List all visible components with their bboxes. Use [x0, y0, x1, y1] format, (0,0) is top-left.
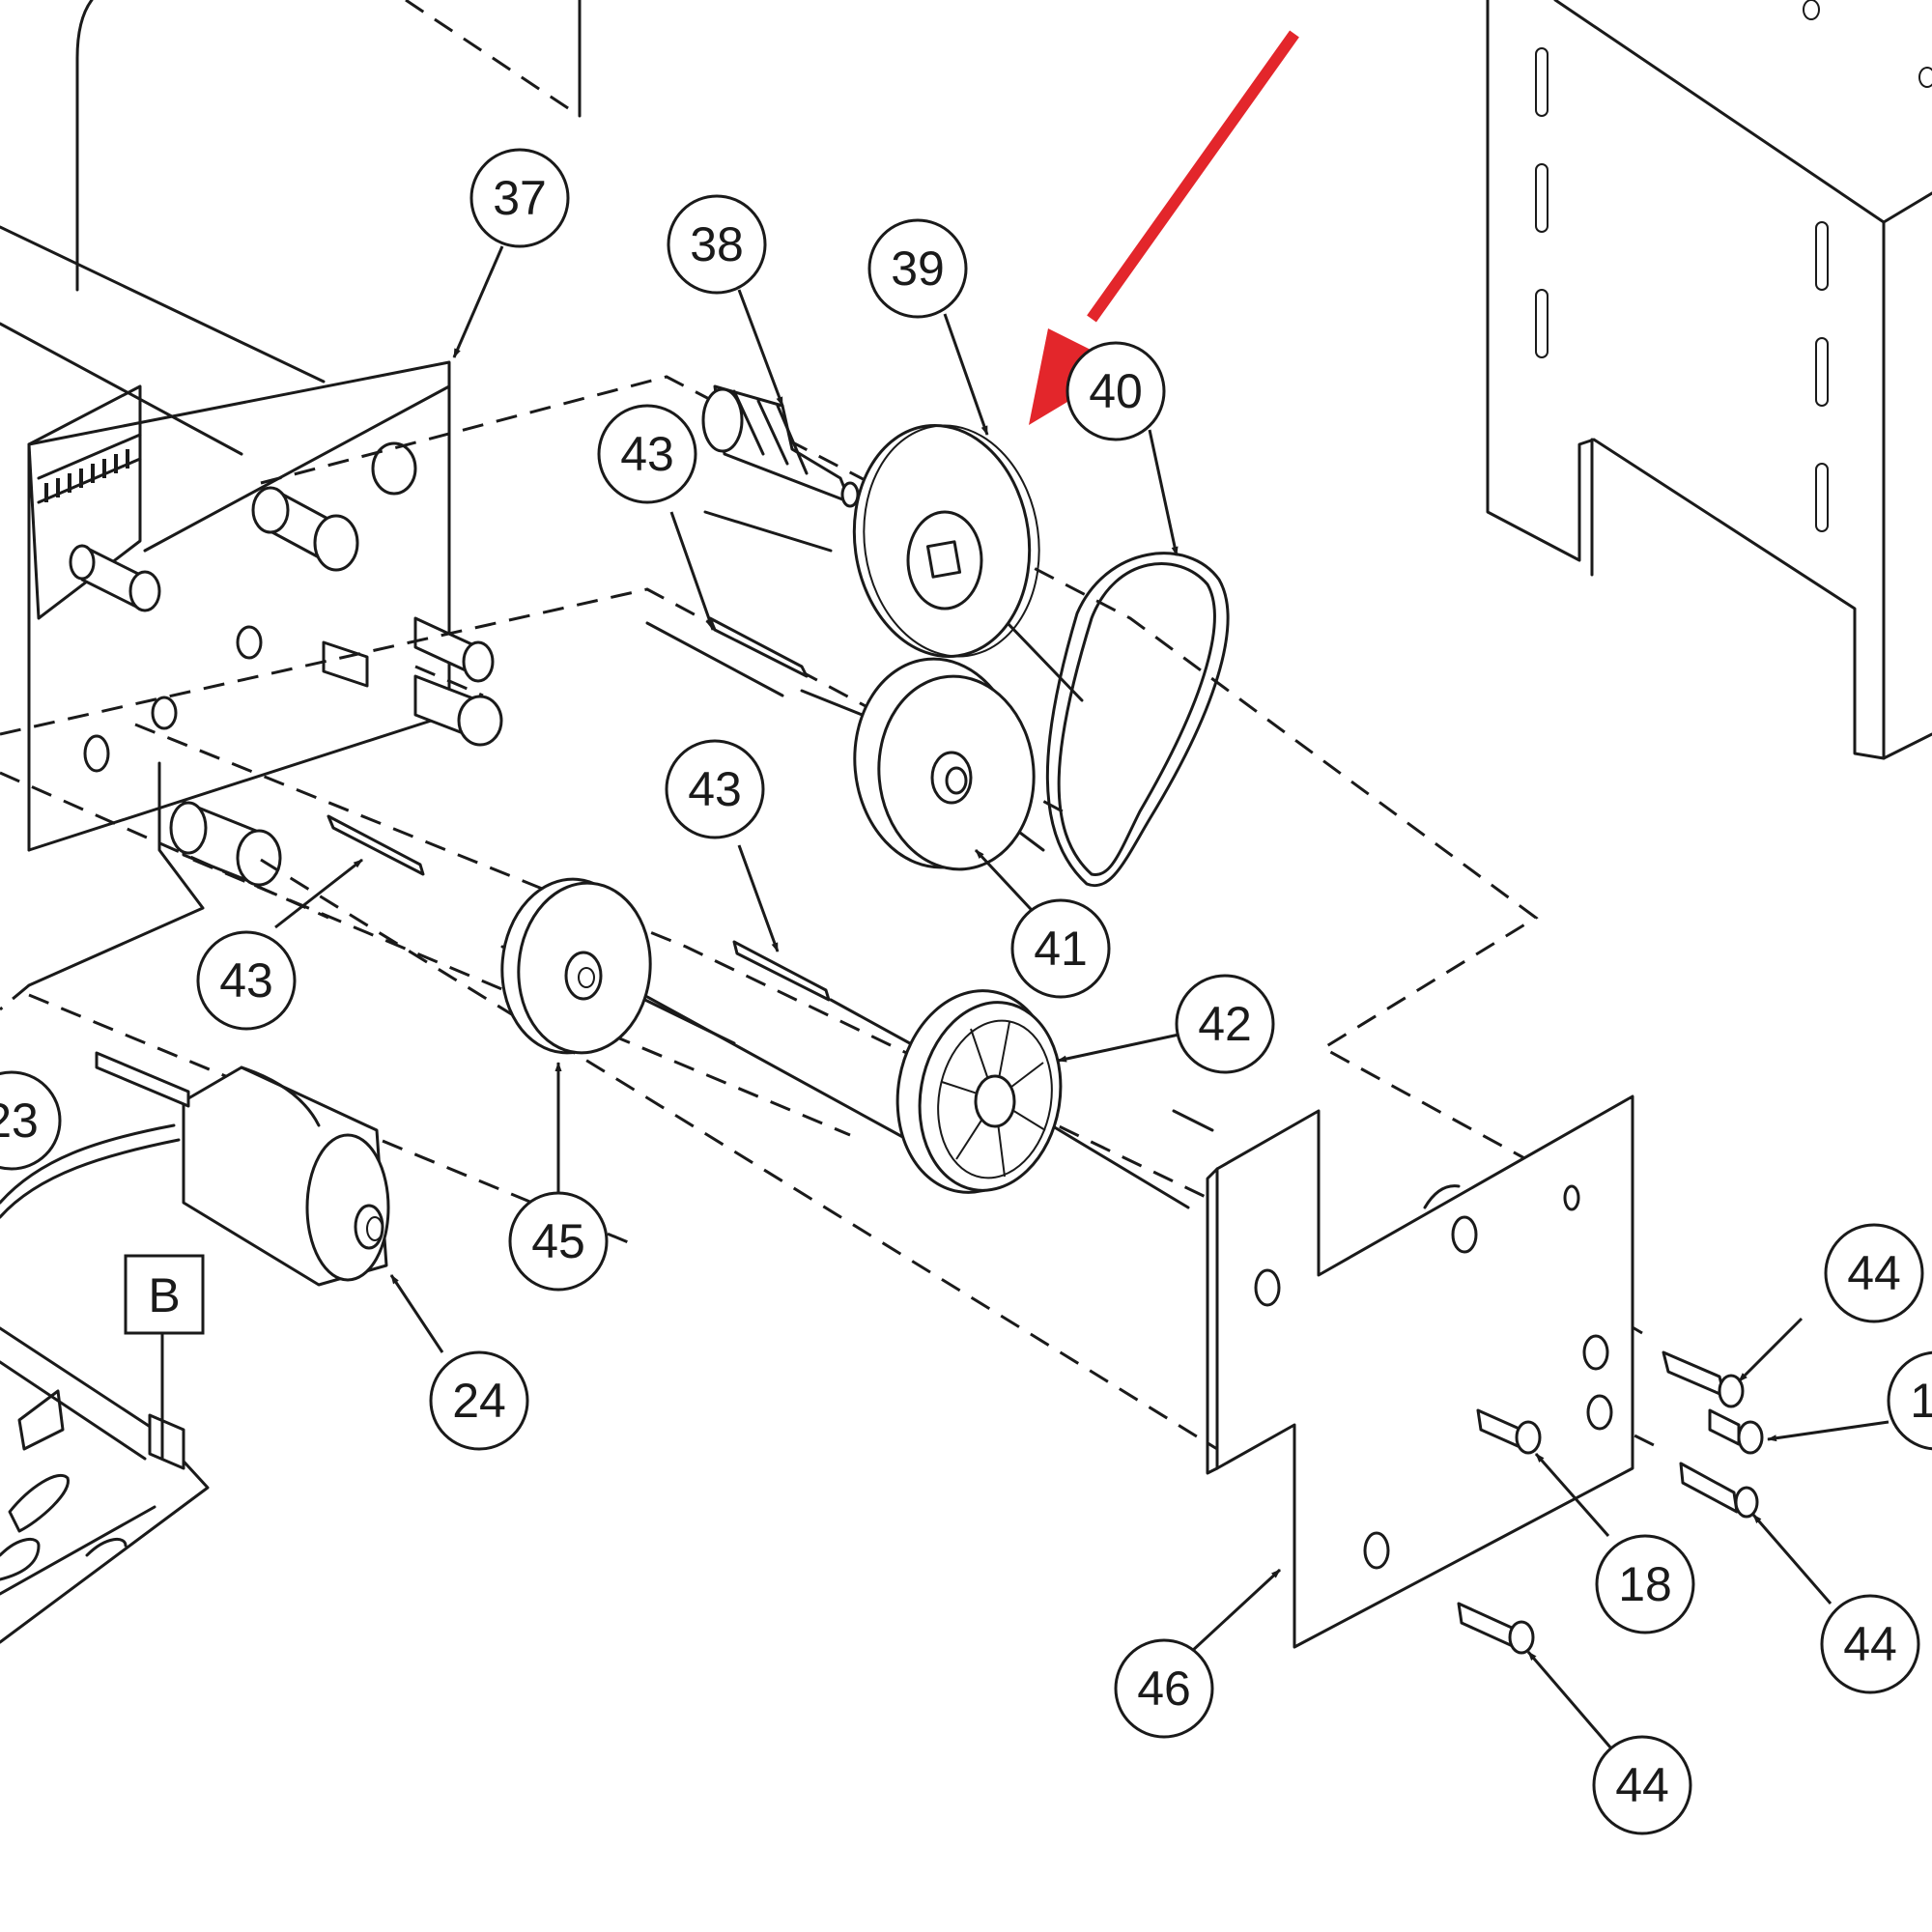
- shafts: [500, 510, 1214, 1209]
- svg-text:44: 44: [1847, 1246, 1901, 1300]
- lower-chassis: [0, 1326, 210, 1644]
- right-cabinet: [1486, 0, 1932, 760]
- callout-18-lower: 18: [1595, 1534, 1695, 1634]
- svg-text:37: 37: [493, 171, 547, 225]
- callout-37: 37: [469, 148, 570, 248]
- part-45-gear: [500, 877, 652, 1055]
- screws: [1457, 1350, 1764, 1655]
- callout-40: 40: [1065, 341, 1166, 441]
- callout-43-top: 43: [597, 404, 697, 504]
- part-41-gear: [853, 657, 1036, 871]
- svg-text:42: 42: [1198, 997, 1252, 1051]
- part-42-spoked-gear: [895, 989, 1063, 1194]
- part-46-mounting-plate: [1206, 1094, 1634, 1649]
- top-housing: [75, 0, 582, 292]
- part-40-belt: [1045, 552, 1230, 888]
- callout-18-right: 18: [1887, 1350, 1932, 1451]
- svg-text:43: 43: [219, 953, 273, 1008]
- svg-text:18: 18: [1618, 1557, 1672, 1611]
- callout-24: 24: [429, 1350, 529, 1451]
- svg-text:39: 39: [891, 242, 945, 296]
- svg-text:24: 24: [452, 1374, 506, 1428]
- svg-text:46: 46: [1137, 1662, 1191, 1716]
- callout-44-top: 44: [1824, 1223, 1924, 1323]
- circuit-board: [27, 384, 142, 620]
- callout-39: 39: [867, 218, 968, 319]
- svg-text:40: 40: [1089, 364, 1143, 418]
- part-38-motor: [701, 384, 860, 508]
- callout-44-bottom: 44: [1592, 1735, 1692, 1835]
- svg-text:44: 44: [1615, 1758, 1669, 1812]
- callout-41: 41: [1010, 898, 1111, 999]
- callout-43-left: 43: [196, 930, 297, 1031]
- leader-lines: [160, 245, 1889, 1749]
- standoffs: [69, 486, 503, 887]
- dowel-pins-43: [327, 616, 831, 1002]
- callout-44-right: 44: [1820, 1594, 1920, 1694]
- svg-text:38: 38: [690, 217, 744, 271]
- callout-38: 38: [667, 194, 767, 295]
- callout-46: 46: [1114, 1638, 1214, 1739]
- callout-23: 23: [0, 1070, 62, 1171]
- callout-42: 42: [1175, 974, 1275, 1074]
- svg-text:43: 43: [620, 427, 674, 481]
- svg-text:B: B: [148, 1268, 180, 1322]
- svg-text:18: 18: [1910, 1374, 1932, 1428]
- callout-45: 45: [508, 1191, 609, 1292]
- red-arrow-icon: [1029, 30, 1299, 425]
- part-24-dc-motor: [0, 1051, 390, 1287]
- view-label-b: B: [124, 1254, 205, 1335]
- svg-text:44: 44: [1843, 1617, 1897, 1671]
- svg-text:45: 45: [531, 1214, 585, 1268]
- svg-text:43: 43: [688, 762, 742, 816]
- svg-text:41: 41: [1034, 922, 1088, 976]
- callout-43-middle: 43: [665, 739, 765, 839]
- part-39-pulley: [852, 424, 1040, 658]
- svg-text:23: 23: [0, 1094, 39, 1148]
